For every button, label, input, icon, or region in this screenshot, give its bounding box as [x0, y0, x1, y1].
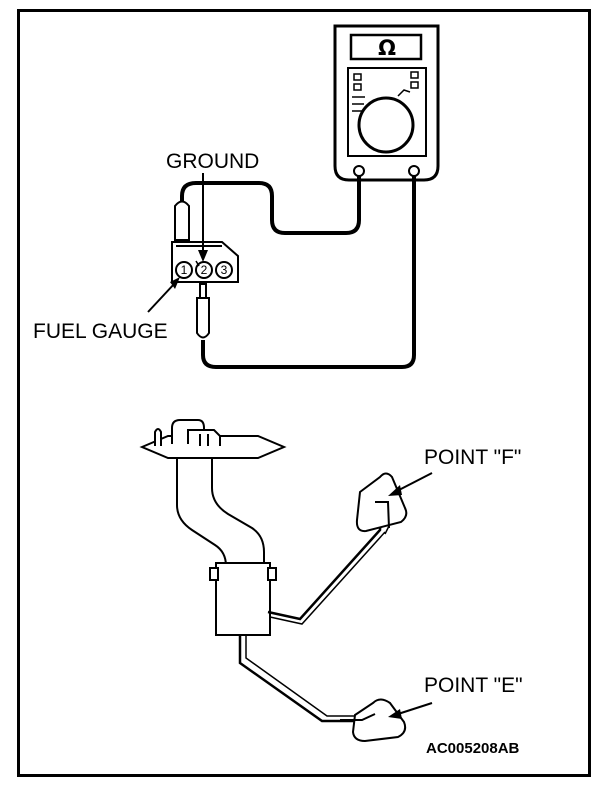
- fuel-gauge-label: FUEL GAUGE: [33, 320, 168, 343]
- probe-lower: [196, 283, 210, 339]
- gauge-pipe: [176, 458, 227, 568]
- float-empty: [351, 698, 407, 743]
- pin-label-3: 3: [221, 263, 228, 277]
- ohmmeter-scale-ticks: [352, 89, 411, 112]
- ohmmeter-dial-knob: [357, 96, 415, 154]
- ohm-symbol: Ω: [378, 36, 396, 60]
- point-f-arrow: [388, 472, 433, 496]
- fuel-gauge-unit: [139, 419, 408, 743]
- connector-pin-3: [215, 261, 233, 279]
- ohmmeter-switch-icon: [410, 81, 419, 89]
- ohmmeter-switch-icon: [410, 71, 419, 79]
- test-leads: [180, 176, 416, 369]
- ohmmeter-switch-icon: [353, 73, 362, 81]
- ground-arrow: [198, 173, 208, 262]
- ohmmeter-body: [333, 24, 440, 182]
- figure-frame: [17, 9, 591, 777]
- float-arm-empty: [238, 635, 363, 723]
- ohmmeter: [333, 24, 440, 182]
- gauge-housing: [215, 562, 271, 636]
- connector-pin-2: [195, 261, 213, 279]
- gauge-test-lead: [201, 176, 416, 369]
- ohmmeter-dial-panel: [347, 67, 427, 157]
- pin-label-1: 1: [181, 263, 188, 277]
- point-e-arrow: [388, 702, 433, 719]
- ohmmeter-com-jack: [353, 165, 365, 177]
- ohmmeter-v-ohm-jack: [408, 165, 420, 177]
- fuel-gauge-arrow: [147, 277, 180, 313]
- figure-code: AC005208AB: [426, 740, 520, 757]
- ground-label: GROUND: [166, 150, 260, 173]
- point-e-label: POINT "E": [424, 674, 523, 697]
- ohmmeter-display: [349, 33, 423, 61]
- ground-test-lead: [180, 176, 361, 235]
- connector-pin-1: [175, 261, 193, 279]
- fuel-gauge-connector: [171, 241, 239, 283]
- ohmmeter-switch-icon: [353, 83, 362, 91]
- pin-label-2: 2: [201, 263, 208, 277]
- point-f-label: POINT "F": [424, 446, 522, 469]
